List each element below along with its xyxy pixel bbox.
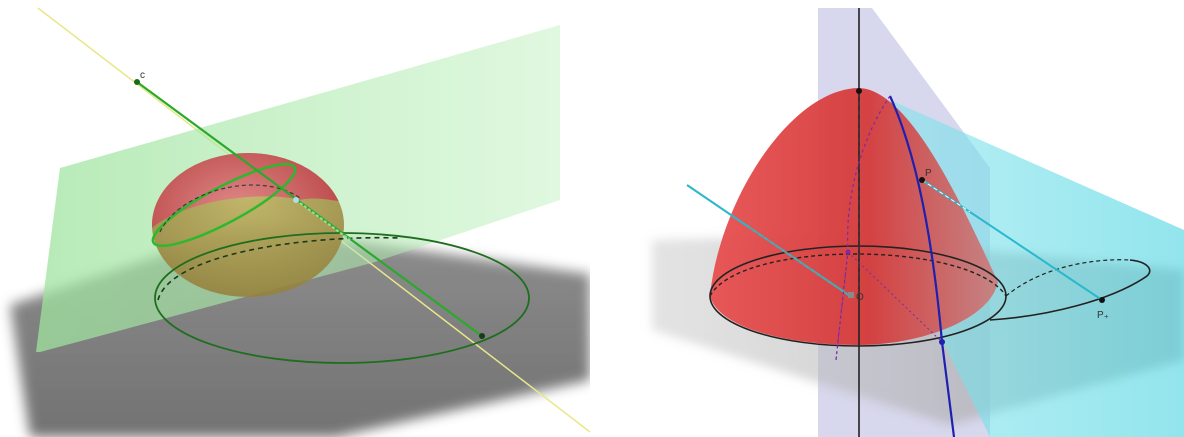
point-p [919, 177, 925, 183]
helper-line-1 [847, 251, 943, 343]
trace-curve-hidden [1005, 259, 1131, 297]
right-figure-paraboloid: P O P₊ [590, 0, 1184, 437]
point-c-label: c [140, 70, 145, 81]
left-figure-ellipsoid: c [0, 0, 590, 437]
paraboloid-surface [710, 88, 998, 345]
blue-section-curve [888, 95, 956, 437]
purple-section-hidden [835, 95, 891, 361]
base-ellipse-hidden [709, 253, 1007, 297]
trace-curve [989, 259, 1151, 321]
point-o [848, 292, 854, 298]
helper-line-2 [835, 251, 849, 361]
cut-ellipse-front [151, 162, 297, 248]
cyan-plane [890, 100, 1184, 437]
point-c [134, 79, 140, 85]
point-o-label: O [856, 292, 864, 303]
projection-line-mid [921, 179, 971, 213]
inner-point [845, 249, 851, 255]
point-p-plus [1099, 297, 1105, 303]
axis-line-inside [295, 199, 351, 241]
point-p-label: P [925, 168, 932, 179]
left-figure-canvas: c [10, 7, 590, 437]
base-intersection-point [939, 339, 945, 345]
point-center [293, 197, 299, 203]
point-ground-intersection [479, 333, 485, 339]
point-p-plus-label: P₊ [1097, 310, 1109, 321]
apex-point [856, 88, 862, 94]
right-figure-canvas: P O P₊ [652, 8, 1184, 437]
ground-ellipse-hidden [157, 236, 401, 301]
